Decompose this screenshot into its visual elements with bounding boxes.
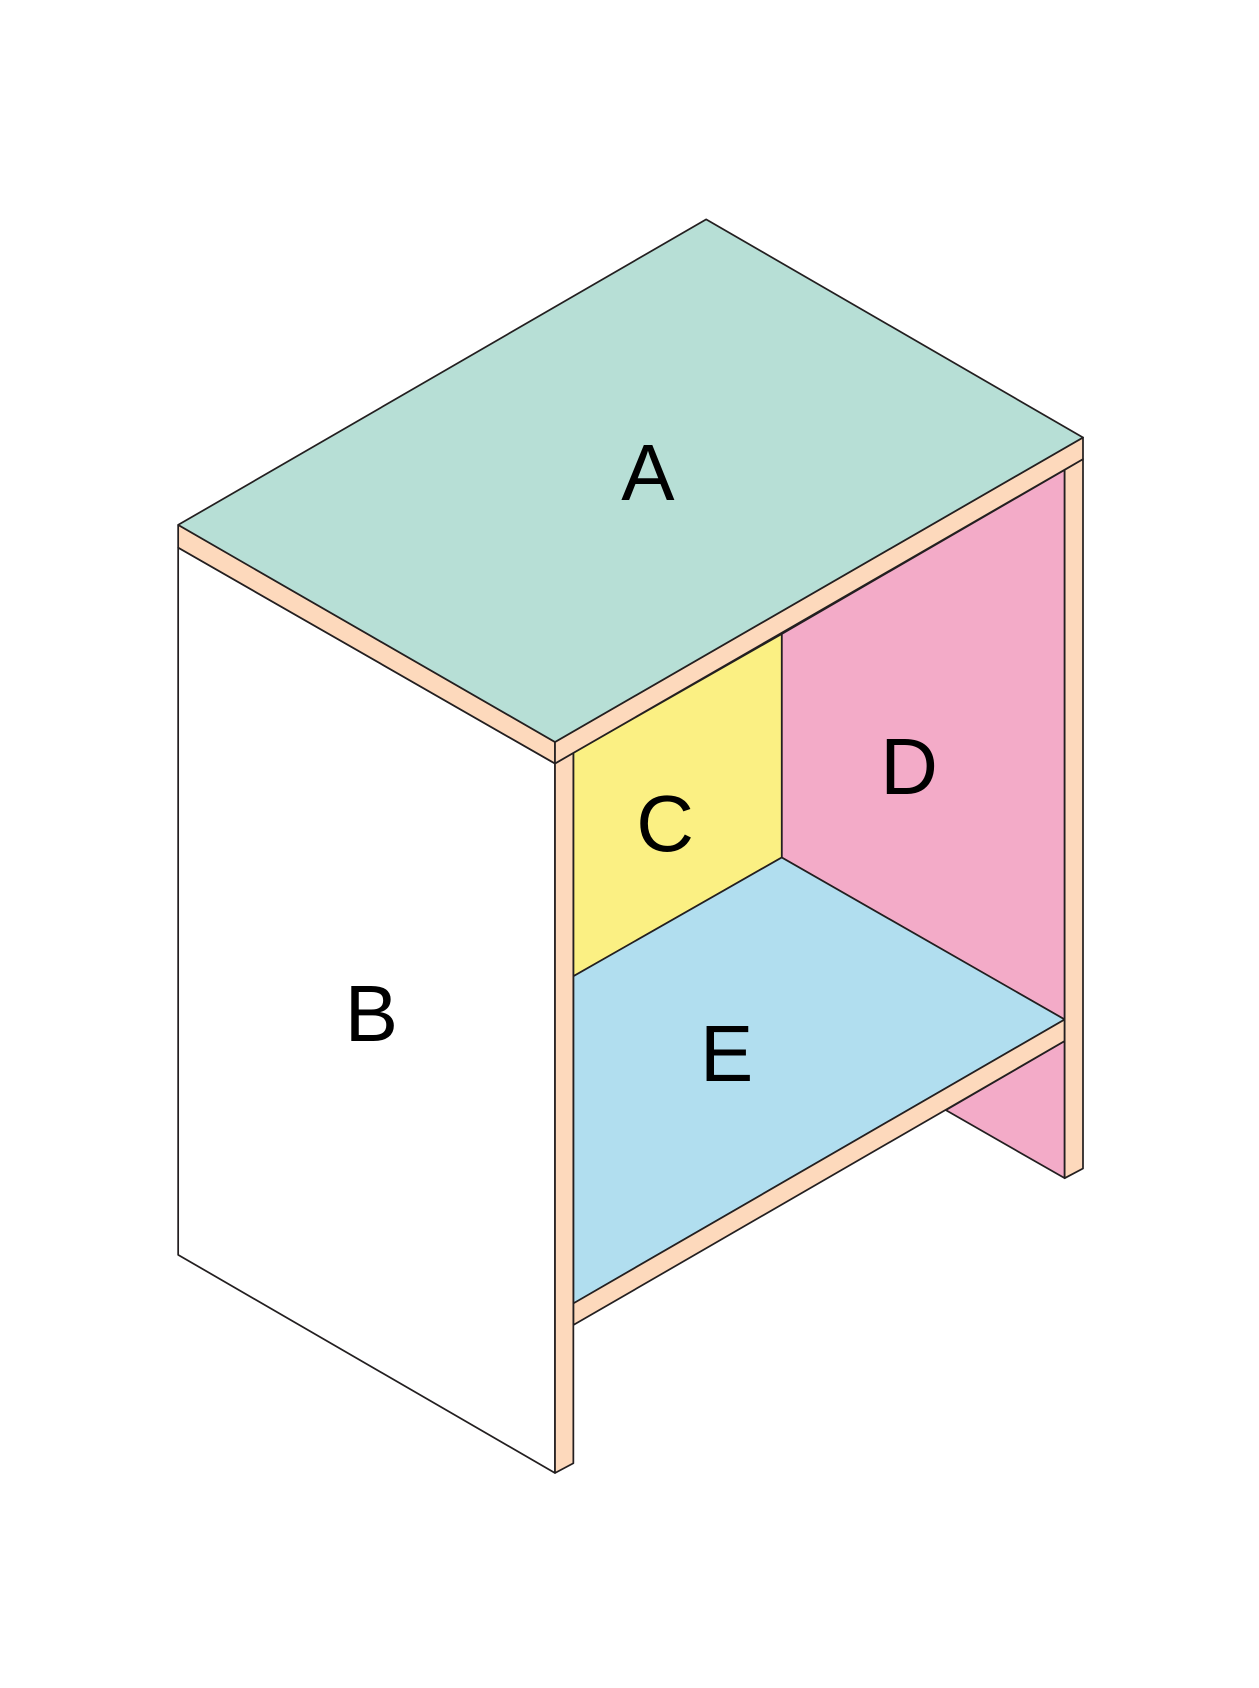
label-b: B (345, 969, 398, 1058)
panel-a (177, 218, 1084, 743)
left-panel-edge (554, 751, 575, 1474)
label-d: D (880, 722, 938, 811)
label-e: E (700, 1009, 753, 1098)
label-a: A (621, 428, 675, 517)
label-c: C (636, 779, 694, 868)
right-panel-edge (1063, 458, 1084, 1180)
